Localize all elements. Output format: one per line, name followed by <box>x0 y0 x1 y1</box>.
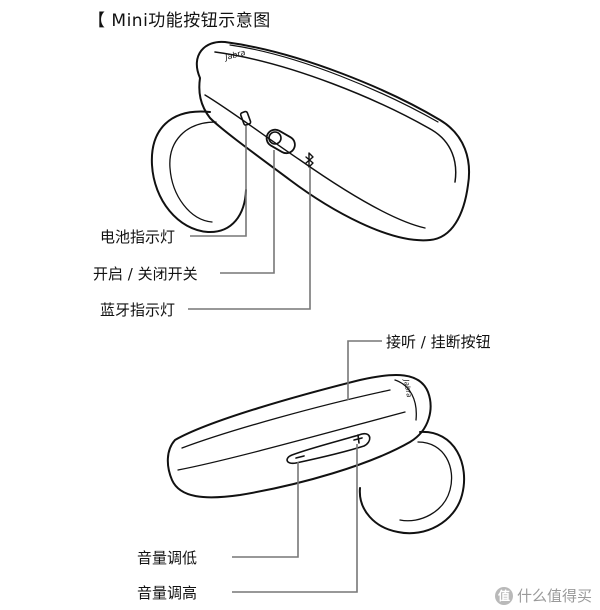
power-switch-icon <box>265 128 296 155</box>
callout-volume-up: 音量调高 <box>137 584 198 602</box>
bottom-headset <box>166 374 466 535</box>
callout-battery-led: 电池指示灯 <box>100 228 176 246</box>
volume-down-icon <box>295 455 305 459</box>
bottom-ear-gel <box>358 430 466 535</box>
bottom-brand-logo: Jabra <box>402 377 413 398</box>
callout-volume-down: 音量调低 <box>137 549 198 567</box>
bluetooth-led-icon <box>305 152 314 168</box>
leader-bluetooth-led <box>188 168 311 310</box>
watermark-text: 什么值得买 <box>516 587 592 605</box>
watermark-badge: 值 <box>494 586 513 605</box>
top-body <box>195 40 470 242</box>
top-ear-gel <box>150 110 247 234</box>
callout-bluetooth-led: 蓝牙指示灯 <box>100 301 176 319</box>
callout-answer-end-button: 接听 / 挂断按钮 <box>386 333 491 351</box>
volume-rocker-icon <box>286 432 371 465</box>
leader-battery-led <box>190 126 247 237</box>
leader-volume-up <box>232 444 358 593</box>
leader-answer-button <box>347 340 382 400</box>
callout-power-switch: 开启 / 关闭开关 <box>93 265 198 283</box>
leader-volume-down <box>232 462 299 558</box>
watermark: 值 什么值得买 <box>494 585 592 606</box>
top-headset <box>150 40 470 242</box>
diagram-title: 【 Mini功能按钮示意图 <box>88 11 271 31</box>
bottom-body <box>166 374 432 499</box>
leader-power-switch <box>220 150 275 274</box>
battery-led-icon <box>239 110 252 126</box>
top-brand-logo: Jabra <box>222 48 246 63</box>
